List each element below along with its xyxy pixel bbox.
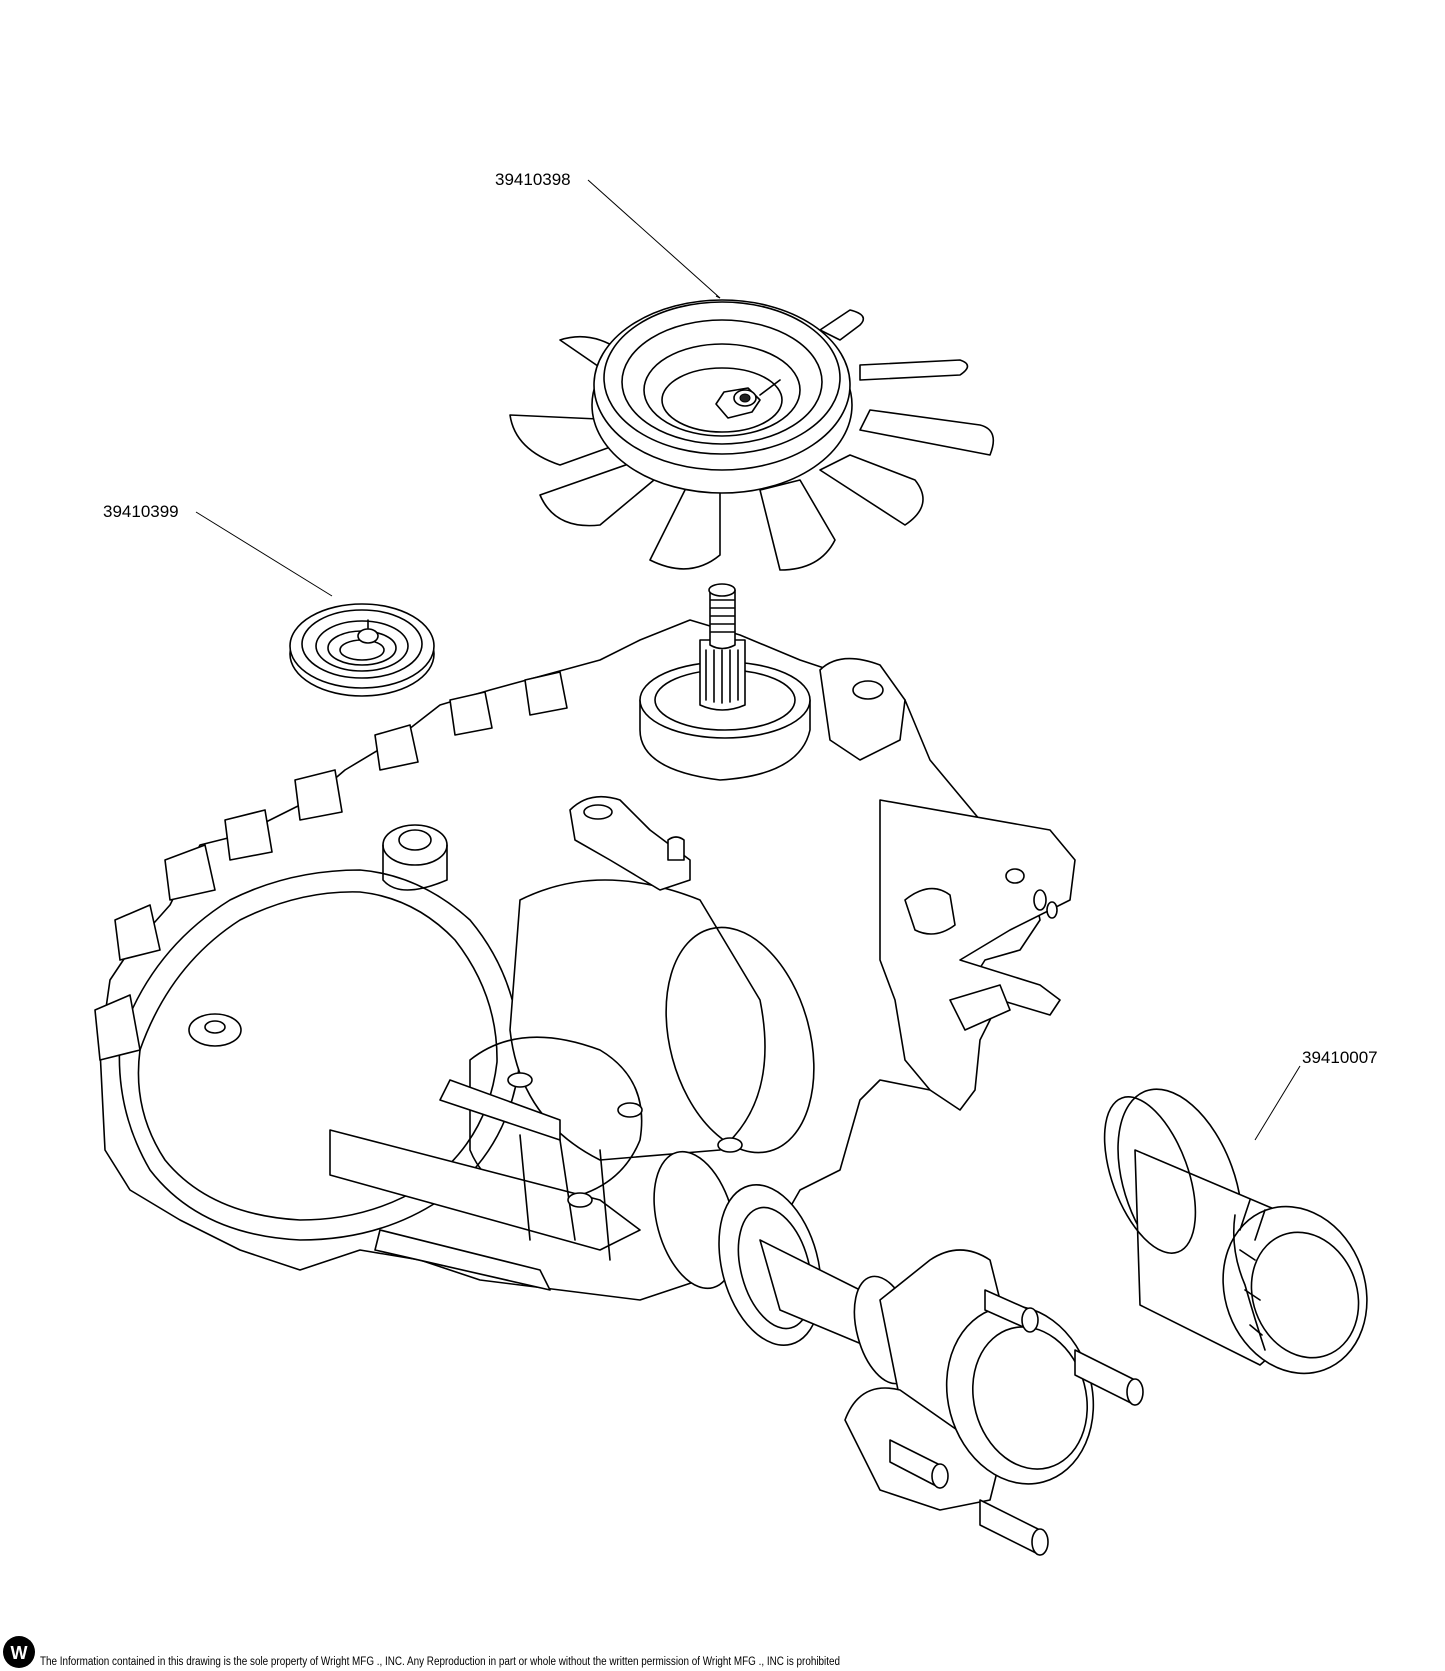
axle-hub-part [653, 1150, 1144, 1556]
callout-39410007: 39410007 [1254, 1048, 1378, 1141]
wright-logo-icon: W [3, 1636, 35, 1668]
pulley-cap-part [289, 603, 435, 697]
callout-39410398: 39410398 [495, 170, 721, 299]
oil-filter-part [1103, 1088, 1368, 1375]
callout-39410399: 39410399 [103, 502, 333, 597]
fan-pulley-part [509, 299, 995, 571]
callout-label-39410398: 39410398 [495, 170, 571, 189]
callout-label-39410007: 39410007 [1302, 1048, 1378, 1067]
transaxle-housing-part [94, 583, 1076, 1301]
svg-text:W: W [11, 1643, 28, 1663]
footer: W The Information contained in this draw… [0, 1636, 1445, 1671]
callout-label-39410399: 39410399 [103, 502, 179, 521]
disclaimer-text: The Information contained in this drawin… [40, 1656, 840, 1668]
